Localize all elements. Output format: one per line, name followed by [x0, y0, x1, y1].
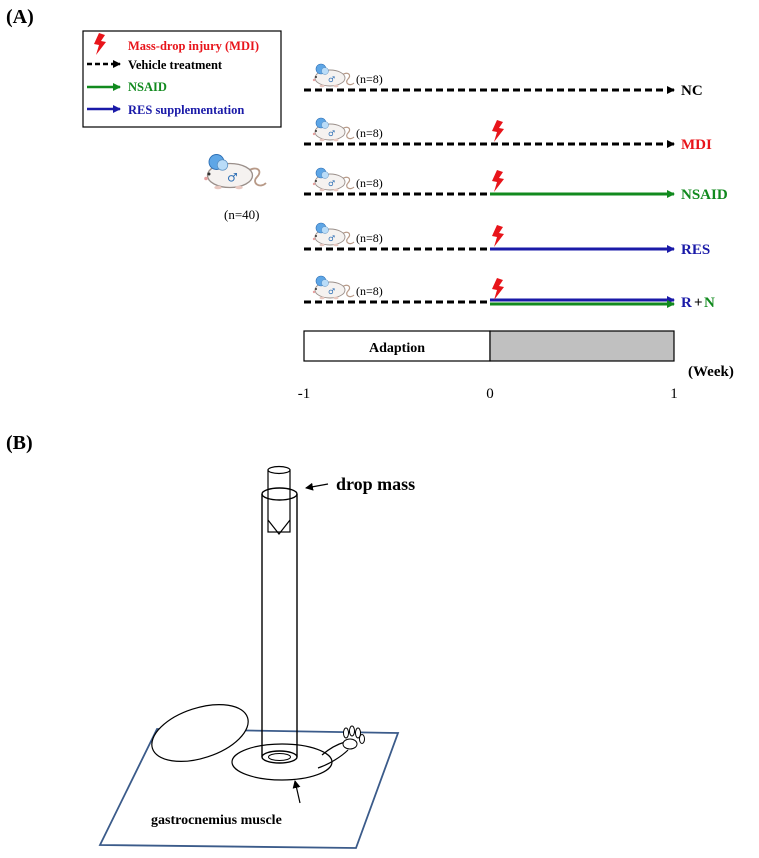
gastrocnemius-muscle-label: gastrocnemius muscle — [151, 813, 282, 828]
group-end-label: RES — [681, 242, 710, 258]
drop-mass-apparatus: drop mass gastrocnemius muscle — [98, 465, 415, 849]
legend-vehicle: Vehicle treatment — [128, 58, 223, 72]
injury-bolt-icon — [492, 120, 504, 142]
injury-bolt-icon — [492, 278, 504, 300]
drop-mass-label: drop mass — [336, 474, 415, 494]
group-end-label-n: N — [704, 295, 715, 311]
group-end-label: MDI — [681, 137, 712, 153]
mouse-icon — [312, 63, 355, 88]
timeline-treatment-box — [489, 330, 675, 362]
panel-b-label: (B) — [6, 432, 33, 454]
timeline-tick-minus1: -1 — [298, 386, 311, 402]
group-n-label: (n=8) — [356, 176, 383, 190]
group-end-label-plus: + — [694, 295, 703, 311]
legend-nsaid: NSAID — [128, 80, 167, 94]
group-n-label: (n=8) — [356, 72, 383, 86]
panel-a-label: (A) — [6, 6, 34, 28]
legend-res: RES supplementation — [128, 103, 244, 117]
injury-bolt-icon — [492, 170, 504, 192]
group-n-label: (n=8) — [356, 231, 383, 245]
group-end-label: NSAID — [681, 187, 728, 203]
mouse-icon — [312, 117, 355, 142]
mouse-icon — [312, 275, 355, 300]
timeline-tick-1: 1 — [670, 386, 678, 402]
mouse-group-total-icon — [203, 153, 267, 191]
total-n-label: (n=40) — [224, 207, 260, 222]
mouse-icon — [312, 222, 355, 247]
group-n-label: (n=8) — [356, 284, 383, 298]
mouse-icon — [312, 167, 355, 192]
group-n-label: (n=8) — [356, 126, 383, 140]
legend-injury: Mass-drop injury (MDI) — [128, 39, 259, 53]
timeline-unit-label: (Week) — [688, 364, 734, 380]
injury-bolt-icon — [492, 225, 504, 247]
timeline: Adaption (Week) -1 0 1 — [298, 330, 734, 402]
timeline-adaption-label: Adaption — [369, 341, 425, 356]
group-rows: (n=8) NC (n=8) MDI (n=8) NSAID (n=8) RES (n=8) R+… — [304, 63, 728, 311]
legend: Mass-drop injury (MDI) Vehicle treatment… — [82, 30, 282, 128]
paw-icon — [342, 725, 365, 750]
timeline-adaption-box — [303, 330, 491, 362]
group-end-label-r: R — [681, 295, 692, 311]
timeline-tick-0: 0 — [486, 386, 494, 402]
group-end-label: NC — [681, 83, 703, 99]
